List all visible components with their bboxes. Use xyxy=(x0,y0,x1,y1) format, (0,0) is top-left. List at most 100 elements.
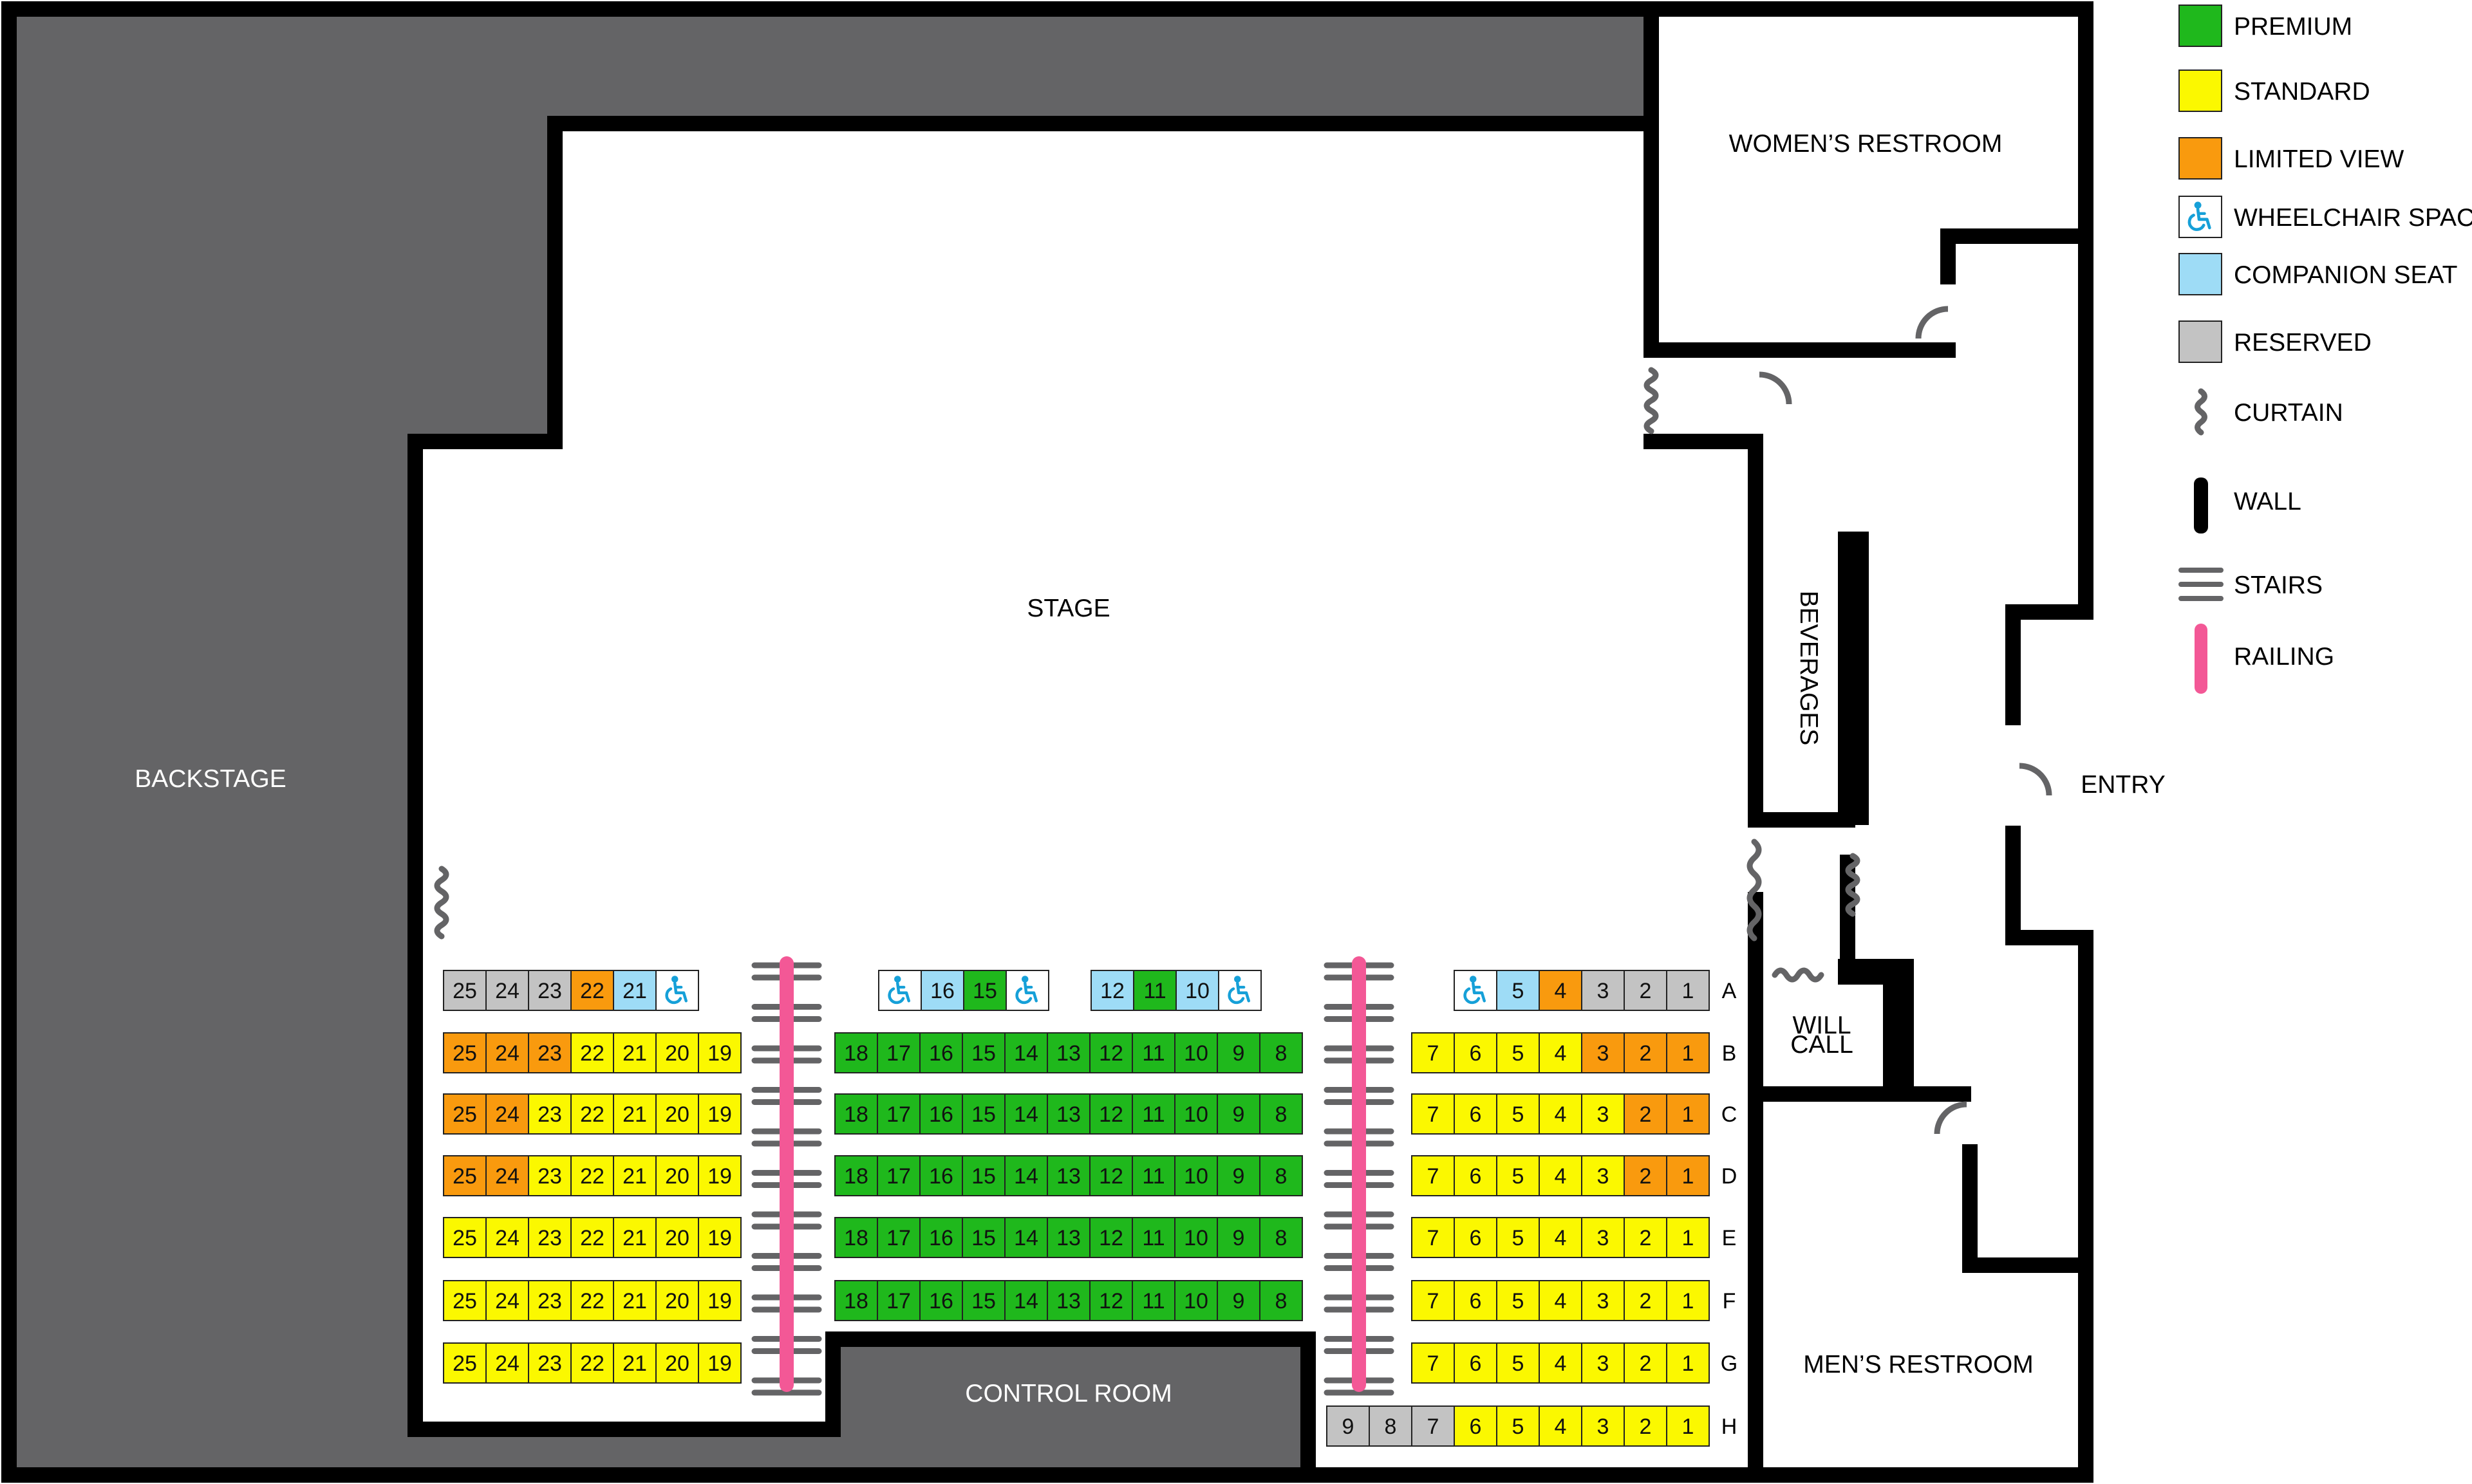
seat[interactable]: 20 xyxy=(655,1155,699,1196)
seat[interactable]: 9 xyxy=(1217,1032,1260,1073)
seat[interactable]: 2 xyxy=(1624,1217,1667,1258)
seat[interactable] xyxy=(1218,970,1262,1011)
seat[interactable]: 22 xyxy=(570,1342,614,1384)
seat[interactable]: 4 xyxy=(1539,970,1582,1011)
seat[interactable]: 6 xyxy=(1454,1342,1497,1384)
seat[interactable]: 24 xyxy=(485,1342,529,1384)
seat[interactable]: 4 xyxy=(1539,1093,1582,1135)
seat[interactable]: 25 xyxy=(443,1093,487,1135)
seat[interactable]: 22 xyxy=(570,970,614,1011)
seat[interactable]: 8 xyxy=(1259,1032,1303,1073)
seat[interactable]: 14 xyxy=(1004,1032,1048,1073)
seat[interactable]: 20 xyxy=(655,1093,699,1135)
seat[interactable]: 21 xyxy=(613,1217,657,1258)
seat[interactable]: 21 xyxy=(613,970,657,1011)
seat[interactable]: 1 xyxy=(1666,970,1710,1011)
seat[interactable]: 15 xyxy=(962,1217,1006,1258)
seat[interactable]: 25 xyxy=(443,1280,487,1321)
seat[interactable]: 20 xyxy=(655,1217,699,1258)
seat[interactable] xyxy=(1006,970,1049,1011)
seat[interactable]: 25 xyxy=(443,1155,487,1196)
seat[interactable]: 25 xyxy=(443,1032,487,1073)
seat[interactable]: 25 xyxy=(443,1217,487,1258)
seat[interactable]: 16 xyxy=(919,1280,963,1321)
seat[interactable]: 15 xyxy=(962,1032,1006,1073)
seat[interactable]: 15 xyxy=(963,970,1007,1011)
seat[interactable]: 18 xyxy=(834,1032,878,1073)
seat[interactable]: 17 xyxy=(877,1280,921,1321)
seat[interactable]: 13 xyxy=(1047,1093,1091,1135)
seat[interactable]: 4 xyxy=(1539,1032,1582,1073)
seat[interactable]: 13 xyxy=(1047,1217,1091,1258)
seat[interactable]: 3 xyxy=(1581,1032,1625,1073)
seat[interactable]: 18 xyxy=(834,1155,878,1196)
seat[interactable]: 10 xyxy=(1174,1093,1218,1135)
seat[interactable]: 21 xyxy=(613,1032,657,1073)
seat[interactable]: 24 xyxy=(485,1093,529,1135)
seat[interactable]: 7 xyxy=(1411,1217,1455,1258)
seat[interactable]: 14 xyxy=(1004,1155,1048,1196)
seat[interactable]: 17 xyxy=(877,1093,921,1135)
seat[interactable]: 8 xyxy=(1259,1217,1303,1258)
seat[interactable]: 3 xyxy=(1581,1280,1625,1321)
seat[interactable]: 21 xyxy=(613,1280,657,1321)
seat[interactable]: 1 xyxy=(1666,1405,1710,1447)
seat[interactable]: 2 xyxy=(1624,1032,1667,1073)
seat[interactable]: 12 xyxy=(1089,1032,1133,1073)
seat[interactable]: 25 xyxy=(443,970,487,1011)
seat[interactable]: 21 xyxy=(613,1093,657,1135)
seat[interactable]: 5 xyxy=(1496,1155,1540,1196)
seat[interactable]: 16 xyxy=(921,970,964,1011)
seat[interactable]: 8 xyxy=(1369,1405,1412,1447)
seat[interactable]: 14 xyxy=(1004,1093,1048,1135)
seat[interactable]: 3 xyxy=(1581,1342,1625,1384)
seat[interactable]: 4 xyxy=(1539,1155,1582,1196)
seat[interactable]: 22 xyxy=(570,1217,614,1258)
seat[interactable]: 18 xyxy=(834,1217,878,1258)
seat[interactable]: 2 xyxy=(1624,1155,1667,1196)
seat[interactable]: 22 xyxy=(570,1280,614,1321)
seat[interactable]: 1 xyxy=(1666,1032,1710,1073)
seat[interactable]: 23 xyxy=(528,1155,572,1196)
seat[interactable]: 22 xyxy=(570,1155,614,1196)
seat[interactable]: 7 xyxy=(1411,1405,1455,1447)
seat[interactable]: 10 xyxy=(1174,1280,1218,1321)
seat[interactable]: 17 xyxy=(877,1155,921,1196)
seat[interactable]: 9 xyxy=(1217,1155,1260,1196)
seat[interactable]: 1 xyxy=(1666,1217,1710,1258)
seat[interactable]: 23 xyxy=(528,970,572,1011)
seat[interactable]: 15 xyxy=(962,1093,1006,1135)
seat[interactable]: 8 xyxy=(1259,1093,1303,1135)
seat[interactable]: 19 xyxy=(698,1280,742,1321)
seat[interactable]: 5 xyxy=(1496,1405,1540,1447)
seat[interactable]: 19 xyxy=(698,1217,742,1258)
seat[interactable] xyxy=(1454,970,1497,1011)
seat[interactable]: 21 xyxy=(613,1342,657,1384)
seat[interactable]: 5 xyxy=(1496,1280,1540,1321)
seat[interactable]: 20 xyxy=(655,1280,699,1321)
seat[interactable]: 23 xyxy=(528,1280,572,1321)
seat[interactable]: 22 xyxy=(570,1032,614,1073)
seat[interactable]: 25 xyxy=(443,1342,487,1384)
seat[interactable]: 13 xyxy=(1047,1032,1091,1073)
seat[interactable]: 19 xyxy=(698,1342,742,1384)
seat[interactable]: 7 xyxy=(1411,1155,1455,1196)
seat[interactable]: 12 xyxy=(1089,1217,1133,1258)
seat[interactable]: 15 xyxy=(962,1280,1006,1321)
seat[interactable]: 9 xyxy=(1217,1217,1260,1258)
seat[interactable]: 9 xyxy=(1326,1405,1370,1447)
seat[interactable]: 8 xyxy=(1259,1155,1303,1196)
seat[interactable]: 6 xyxy=(1454,1280,1497,1321)
seat[interactable]: 8 xyxy=(1259,1280,1303,1321)
seat[interactable]: 11 xyxy=(1132,1093,1175,1135)
seat[interactable]: 10 xyxy=(1174,1155,1218,1196)
seat[interactable]: 15 xyxy=(962,1155,1006,1196)
seat[interactable]: 16 xyxy=(919,1155,963,1196)
seat[interactable]: 11 xyxy=(1132,1032,1175,1073)
seat[interactable]: 3 xyxy=(1581,1405,1625,1447)
seat[interactable]: 5 xyxy=(1496,1217,1540,1258)
seat[interactable]: 6 xyxy=(1454,1155,1497,1196)
seat[interactable]: 18 xyxy=(834,1280,878,1321)
seat[interactable]: 19 xyxy=(698,1093,742,1135)
seat[interactable]: 9 xyxy=(1217,1280,1260,1321)
